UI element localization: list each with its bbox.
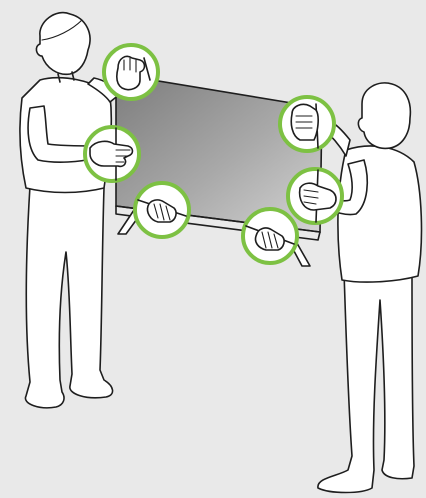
right-person-legs [318,272,414,493]
grip-callout-left-top [104,45,158,99]
right-person [318,83,422,493]
grip-callout-right-side [288,169,342,223]
grip-callout-left-side [85,127,139,181]
grip-callout-right-top [280,97,334,151]
right-person-head [358,83,410,148]
grip-callout-right-bottom [243,209,297,263]
grip-callout-left-bottom [135,183,189,237]
left-person [20,13,113,408]
left-person-head [36,13,90,75]
left-person-legs [25,186,112,408]
